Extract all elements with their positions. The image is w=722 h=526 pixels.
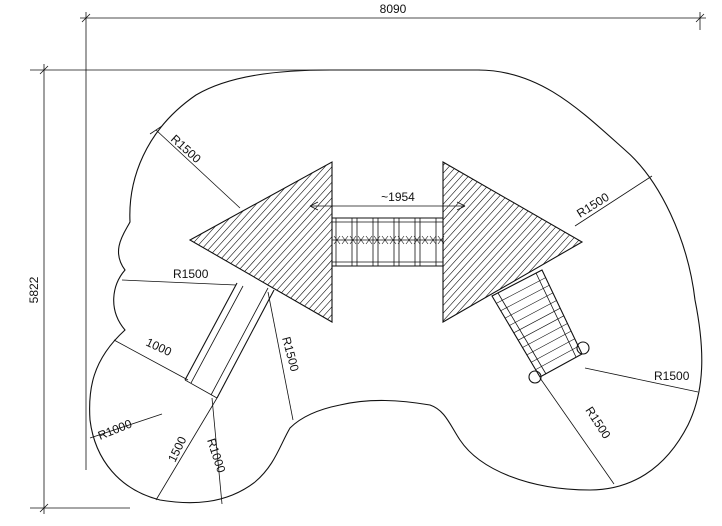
right-deck: [442, 140, 722, 340]
deck-hatch-line: [558, 162, 582, 322]
stair-tread: [522, 323, 568, 348]
stair-tread: [531, 338, 575, 363]
stairs: [491, 269, 590, 384]
depth-dimension: 5822: [27, 64, 480, 514]
deck-hatch-line: [601, 140, 722, 340]
deck-hatch-line: [190, 162, 203, 322]
deck-hatch-line: [629, 140, 722, 340]
deck-hatch-line: [594, 140, 722, 340]
bridge: [332, 217, 445, 267]
deck-hatch-line: [579, 162, 582, 322]
width-label: 8090: [380, 2, 407, 16]
stair-post-right: [576, 341, 590, 355]
r-right-label: R1500: [654, 369, 690, 383]
r-bottom-left-label: R1000: [96, 416, 134, 442]
stair-tread: [535, 346, 579, 370]
deck-hatch-line: [287, 162, 332, 322]
bridge-dimension: ~1954: [309, 190, 466, 211]
r-bottom-right-label: R1500: [582, 404, 613, 442]
left-deck: [0, 140, 333, 340]
slide-runout-label: 1500: [165, 434, 189, 464]
deck-hatch-line: [443, 162, 488, 322]
deck-hatch-line: [587, 140, 722, 340]
radius-dimensions: R1500 R1500 R1500 R1500 R1500 R1500 1000…: [89, 125, 699, 505]
deck-hatch-line: [294, 162, 332, 322]
stair-post-left: [528, 370, 542, 384]
stair-tread: [513, 307, 561, 334]
deck-hatch-line: [443, 162, 582, 322]
deck-hatch-line: [608, 140, 722, 340]
stair-tread: [518, 315, 564, 341]
stair-tread: [500, 285, 550, 311]
deck-hatch-line: [0, 140, 167, 340]
deck-hatch-line: [0, 140, 160, 340]
deck-hatch-line: [572, 162, 582, 322]
slide: [184, 282, 275, 399]
deck-hatch-line: [622, 140, 722, 340]
stair-tread: [496, 277, 546, 304]
safety-zone-outline: [89, 69, 703, 504]
deck-hatch-line: [544, 162, 582, 322]
r-top-left-label: R1500: [168, 132, 204, 166]
r-left-label: R1500: [173, 267, 209, 281]
deck-hatch-line: [1, 140, 181, 340]
bridge-length-label: ~1954: [381, 190, 415, 204]
stair-tread: [509, 300, 557, 326]
r-top-right-label: R1500: [574, 190, 612, 221]
deck-hatch-line: [280, 162, 332, 322]
deck-hatch-line: [615, 140, 722, 340]
slide-width-label: 1000: [144, 335, 174, 359]
width-dimension: 8090: [80, 2, 706, 470]
stair-tread: [526, 330, 572, 356]
deck-hatch-line: [190, 162, 210, 322]
deck-hatch-line: [0, 140, 174, 340]
depth-label: 5822: [27, 276, 41, 303]
deck-hatch-line: [8, 140, 188, 340]
deck-hatch-line: [190, 162, 196, 322]
deck-hatch-line: [443, 162, 481, 322]
r-bottom-mid-label: R1000: [204, 437, 228, 475]
stair-tread: [504, 292, 554, 319]
